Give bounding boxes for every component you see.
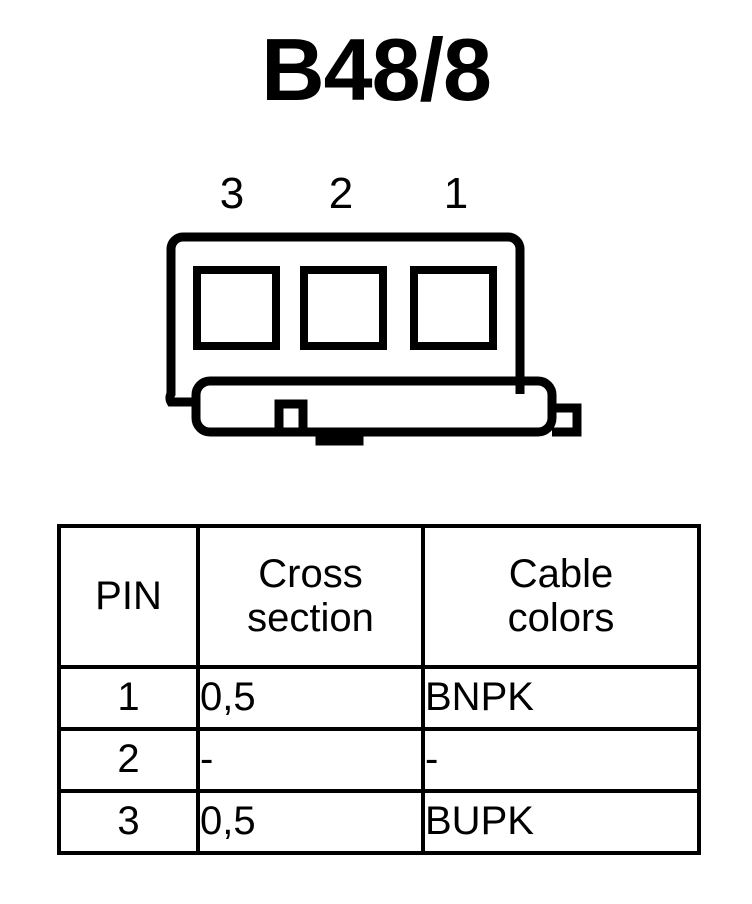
cell-pin: 3 <box>57 789 200 855</box>
cell-cross-section: 0,5 <box>196 789 425 855</box>
pin-assignment-table: PIN Cross section Cable colors 1 0,5 BNP… <box>57 524 701 855</box>
lock-bar-notch <box>274 399 308 432</box>
pin-slot-1 <box>410 266 497 350</box>
pin-number-label-2: 2 <box>328 169 354 218</box>
connector-lock-bar <box>191 376 557 437</box>
column-header-colors-line1: Cable <box>508 552 614 597</box>
table-row: 2 - - <box>57 727 701 793</box>
pin-number-label-1: 1 <box>443 169 469 218</box>
page-title: B48/8 <box>261 20 492 119</box>
cell-pin: 2 <box>57 727 200 793</box>
column-header-cable-colors: Cable colors <box>421 524 701 669</box>
column-header-pin-line1: PIN <box>95 573 162 618</box>
pin-slot-3 <box>193 266 280 350</box>
pin-slot-group <box>193 266 497 350</box>
cell-cable-colors: BNPK <box>421 665 701 731</box>
cell-cable-colors: - <box>421 727 701 793</box>
cell-pin: 1 <box>57 665 200 731</box>
lock-bar-right-tab <box>552 403 582 437</box>
table-row: 3 0,5 BUPK <box>57 789 701 855</box>
lock-bar-body <box>191 376 557 437</box>
lock-bar-bottom-tab <box>315 432 364 446</box>
pin-number-label-3: 3 <box>219 169 245 218</box>
column-header-cross-line2: section <box>247 595 374 640</box>
table-row: 1 0,5 BNPK <box>57 665 701 731</box>
table-header-row: PIN Cross section Cable colors <box>57 524 701 669</box>
column-header-pin: PIN <box>57 524 200 669</box>
connector-housing-outline <box>165 232 525 407</box>
column-header-colors-line2: colors <box>507 595 615 640</box>
column-header-cross-line1: Cross <box>258 552 363 597</box>
cell-cross-section: - <box>196 727 425 793</box>
cell-cable-colors: BUPK <box>421 789 701 855</box>
cell-cross-section: 0,5 <box>196 665 425 731</box>
column-header-cross-section: Cross section <box>196 524 425 669</box>
pin-slot-2 <box>300 266 387 350</box>
